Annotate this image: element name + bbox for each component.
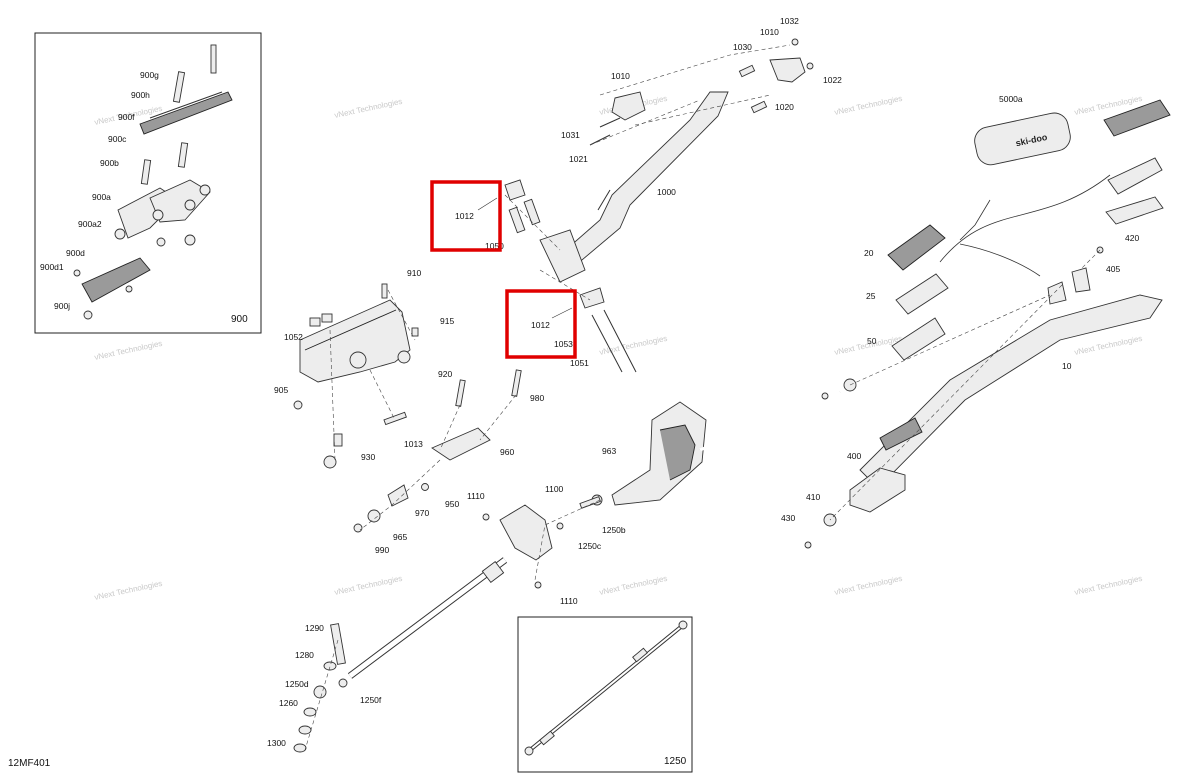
part-label-1021: 1021 — [569, 154, 588, 164]
part-label-20: 20 — [864, 248, 874, 258]
part-label-930: 930 — [361, 452, 375, 462]
part-label-430: 430 — [781, 513, 795, 523]
part-label-1100: 1100 — [545, 484, 564, 494]
part-label-1250f: 1250f — [360, 695, 382, 705]
highlight-rect — [430, 180, 502, 252]
part-label-1010: 1010 — [611, 71, 630, 81]
inset-900-parts — [73, 44, 233, 320]
part-labels: 1032101010301022101010201031102110005000… — [267, 16, 1139, 748]
part-label-1250d: 1250d — [285, 679, 309, 689]
watermark-text: vNext Technologies — [834, 94, 904, 117]
watermark-text: vNext Technologies — [94, 339, 164, 362]
part-label-1053: 1053 — [554, 339, 573, 349]
part-label-1052: 1052 — [284, 332, 303, 342]
part-label-1051: 1051 — [570, 358, 589, 368]
part-label-1290: 1290 — [305, 623, 324, 633]
watermark-text: vNext Technologies — [334, 97, 404, 120]
part-label-400: 400 — [847, 451, 861, 461]
part-label-950: 950 — [445, 499, 459, 509]
part-label-915: 915 — [440, 316, 454, 326]
main-parts: ski-doo — [293, 38, 1171, 753]
part-label-1110: 1110 — [560, 596, 578, 606]
watermark-text: vNext Technologies — [834, 574, 904, 597]
inset-900-label-900a2: 900a2 — [78, 219, 102, 229]
highlight-box-b: 1012 — [505, 289, 577, 359]
part-label-990: 990 — [375, 545, 389, 555]
watermark-text: vNext Technologies — [1074, 574, 1144, 597]
highlight-box-a: 1012 — [430, 180, 502, 252]
part-label-1110: 1110 — [467, 491, 485, 501]
part-label-960: 960 — [500, 447, 514, 457]
inset-900-label-900j: 900j — [54, 301, 70, 311]
inset-900-number: 900 — [231, 314, 248, 325]
inset-1250-number: 1250 — [664, 756, 687, 767]
part-label-1010: 1010 — [760, 27, 779, 37]
highlight-rect — [505, 289, 577, 359]
part-label-10: 10 — [1062, 361, 1072, 371]
part-label-1013: 1013 — [404, 439, 423, 449]
part-label-1260: 1260 — [279, 698, 298, 708]
watermark-text: vNext Technologies — [1074, 334, 1144, 357]
part-label-1020: 1020 — [775, 102, 794, 112]
inset-900-label-900a: 900a — [92, 192, 111, 202]
part-label-910: 910 — [407, 268, 421, 278]
part-label-1032: 1032 — [780, 16, 799, 26]
part-label-970: 970 — [415, 508, 429, 518]
inset-900-label-900b: 900b — [100, 158, 119, 168]
part-label-963: 963 — [602, 446, 616, 456]
part-label-410: 410 — [806, 492, 820, 502]
watermark-text: vNext Technologies — [334, 574, 404, 597]
inset-900-label-900d: 900d — [66, 248, 85, 258]
part-label-965: 965 — [393, 532, 407, 542]
part-label-5000a: 5000a — [999, 94, 1023, 104]
part-label-420: 420 — [1125, 233, 1139, 243]
inset-900-label-900d1: 900d1 — [40, 262, 64, 272]
inset-900-label-900f: 900f — [118, 112, 135, 122]
part-label-1030: 1030 — [733, 42, 752, 52]
part-label-1031: 1031 — [561, 130, 580, 140]
part-label-25: 25 — [866, 291, 876, 301]
highlight-label: 1012 — [455, 211, 474, 221]
part-label-1300: 1300 — [267, 738, 286, 748]
watermark-text: vNext Technologies — [599, 334, 669, 357]
part-label-1250c: 1250c — [578, 541, 602, 551]
part-label-50: 50 — [867, 336, 877, 346]
diagram-code: 12MF401 — [8, 758, 51, 769]
part-label-1280: 1280 — [295, 650, 314, 660]
assembly-lines — [304, 44, 1101, 751]
part-label-1022: 1022 — [823, 75, 842, 85]
watermark-text: vNext Technologies — [94, 579, 164, 602]
inset-900-label-900h: 900h — [131, 90, 150, 100]
highlight-label: 1012 — [531, 320, 550, 330]
part-label-1000: 1000 — [657, 187, 676, 197]
part-label-1250b: 1250b — [602, 525, 626, 535]
inset-900-label-900g: 900g — [140, 70, 159, 80]
watermark-text: vNext Technologies — [599, 574, 669, 597]
inset-1250: 1250 — [517, 616, 693, 773]
part-label-920: 920 — [438, 369, 452, 379]
part-label-980: 980 — [530, 393, 544, 403]
inset-900-label-900c: 900c — [108, 134, 127, 144]
part-label-905: 905 — [274, 385, 288, 395]
part-label-405: 405 — [1106, 264, 1120, 274]
part-label-1050: 1050 — [485, 241, 504, 251]
